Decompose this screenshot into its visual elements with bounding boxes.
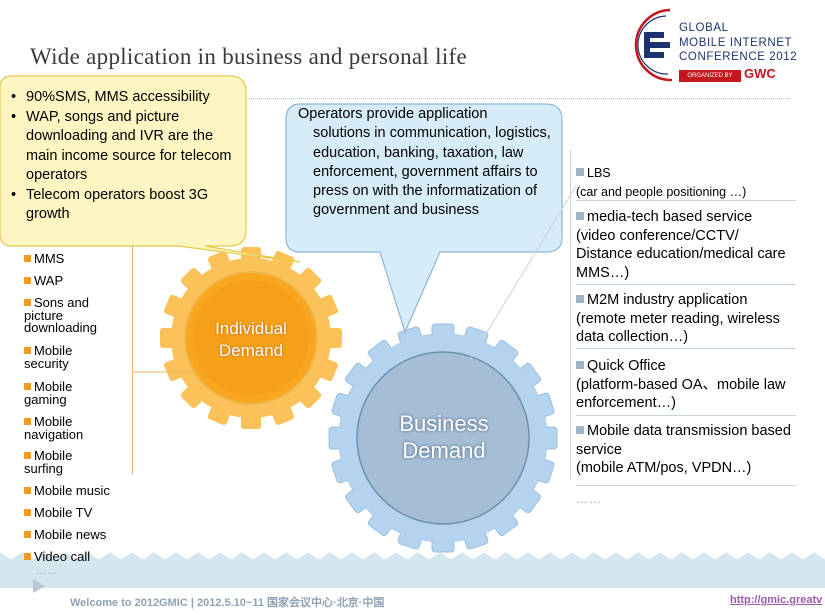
gmic-logo: GLOBAL MOBILE INTERNET CONFERENCE 2012 O…	[632, 6, 810, 86]
bullet-icon	[24, 452, 31, 459]
list-item: M2M industry application (remote meter r…	[576, 291, 791, 347]
operators-callout-text: Operators provide application solutions …	[298, 105, 553, 221]
list-item: WAP, songs and picture downloading and I…	[8, 108, 243, 186]
list-item: Mobile data transmission based service (…	[576, 422, 791, 478]
footer-text: Welcome to 2012GMIC | 2012.5.10~11 国家会议中…	[70, 597, 385, 609]
gear-tooth	[323, 328, 342, 348]
bullet-icon	[576, 168, 584, 176]
divider	[576, 485, 796, 486]
list-item: 90%SMS, MMS accessibility	[8, 88, 243, 108]
gear-tooth	[296, 267, 322, 293]
gear-tooth	[180, 383, 206, 409]
bullet-icon	[576, 212, 584, 220]
more-items-ellipsis: ……	[576, 492, 602, 506]
footer-wave	[0, 552, 825, 588]
gear-tooth	[270, 251, 295, 275]
list-item-title: Quick Office	[576, 358, 666, 374]
page-title: Wide application in business and persona…	[30, 44, 467, 69]
list-item-title: Mobile data transmission based service	[576, 423, 791, 458]
gear-tooth	[164, 357, 188, 382]
list-item: Video call	[24, 550, 90, 564]
gear-tooth	[160, 328, 179, 348]
list-item: media-tech based service (video conferen…	[576, 208, 791, 282]
bullet-icon	[24, 299, 31, 306]
callout-rest: solutions in communication, logistics, e…	[313, 125, 551, 219]
divider	[576, 200, 796, 201]
bullet-icon	[576, 295, 584, 303]
list-item: Telecom operators boost 3G growth	[8, 186, 243, 225]
logo-text-line-3: CONFERENCE 2012	[679, 51, 798, 63]
gear-tooth	[296, 383, 322, 409]
list-item-detail: (platform-based OA、mobile law enforcemen…	[576, 376, 786, 412]
list-item: Mobile news	[24, 528, 106, 542]
bullet-icon	[24, 553, 31, 560]
business-connector	[469, 185, 577, 361]
footer-ellipsis: ……	[36, 566, 58, 577]
business-list-divider	[570, 150, 571, 480]
logo-text-line-1: GLOBAL	[679, 22, 729, 34]
footer-link[interactable]: http://gmic.greatv	[730, 594, 823, 606]
logo-gwc: GWC	[744, 66, 776, 81]
list-item-detail: (car and people positioning …)	[576, 184, 747, 199]
list-item-detail: (video conference/CCTV/ Distance educati…	[576, 227, 786, 281]
gear-tooth	[314, 294, 338, 319]
gear-tooth	[207, 401, 232, 425]
logo-organized-by: ORGANIZED BY	[679, 70, 741, 82]
list-item: Sons and picture downloading	[24, 295, 98, 335]
list-item: Quick Office (platform-based OA、mobile l…	[576, 357, 791, 413]
gear-tooth	[180, 267, 206, 293]
list-item-detail: (mobile ATM/pos, VPDN…)	[576, 460, 752, 476]
list-item-detail: (remote meter reading, wireless data col…	[576, 310, 780, 346]
list-item: Mobile security	[24, 343, 73, 371]
play-icon[interactable]	[32, 578, 46, 594]
individual-demand-label: Individual Demand	[215, 319, 287, 360]
divider	[576, 348, 796, 349]
gear-tooth	[164, 294, 188, 319]
gear-tooth	[270, 401, 295, 425]
list-item: Mobile gaming	[24, 379, 73, 407]
list-item: Mobile navigation	[24, 414, 84, 442]
bullet-icon	[24, 418, 31, 425]
list-item: Mobile music	[24, 484, 110, 498]
callout-first-line: Operators provide application	[298, 106, 488, 122]
income-source-list: 90%SMS, MMS accessibility WAP, songs and…	[8, 88, 243, 225]
bullet-icon	[576, 361, 584, 369]
bullet-icon	[576, 426, 584, 434]
logo-text-line-2: MOBILE INTERNET	[679, 37, 793, 49]
list-item-title: M2M industry application	[576, 292, 747, 308]
list-item: Mobile TV	[24, 506, 92, 520]
gear-tooth	[207, 251, 232, 275]
individual-list-divider	[132, 246, 133, 474]
list-item-title: media-tech based service	[576, 209, 752, 225]
bullet-icon	[24, 277, 31, 284]
business-demand-label: Business Demand	[399, 411, 489, 463]
list-item: LBS (car and people positioning …)	[576, 164, 791, 201]
bullet-icon	[24, 487, 31, 494]
bullet-icon	[24, 347, 31, 354]
title-rule	[230, 98, 790, 99]
list-item: WAP	[24, 274, 63, 288]
list-item: MMS	[24, 252, 64, 266]
divider	[576, 415, 796, 416]
blue-callout-bubble	[285, 103, 563, 334]
business-gear-icon	[328, 323, 558, 553]
individual-gear-icon	[160, 247, 342, 429]
gear-tooth	[241, 410, 261, 429]
gear-tooth	[314, 357, 338, 382]
list-item-title: LBS	[576, 165, 611, 181]
bullet-icon	[24, 255, 31, 262]
bullet-icon	[24, 509, 31, 516]
bullet-icon	[24, 531, 31, 538]
footer-band	[0, 552, 825, 588]
bullet-icon	[24, 383, 31, 390]
globe-logo-icon	[634, 8, 673, 82]
divider	[576, 284, 796, 285]
gear-tooth	[241, 247, 261, 266]
list-item: Mobile surfing	[24, 448, 73, 476]
